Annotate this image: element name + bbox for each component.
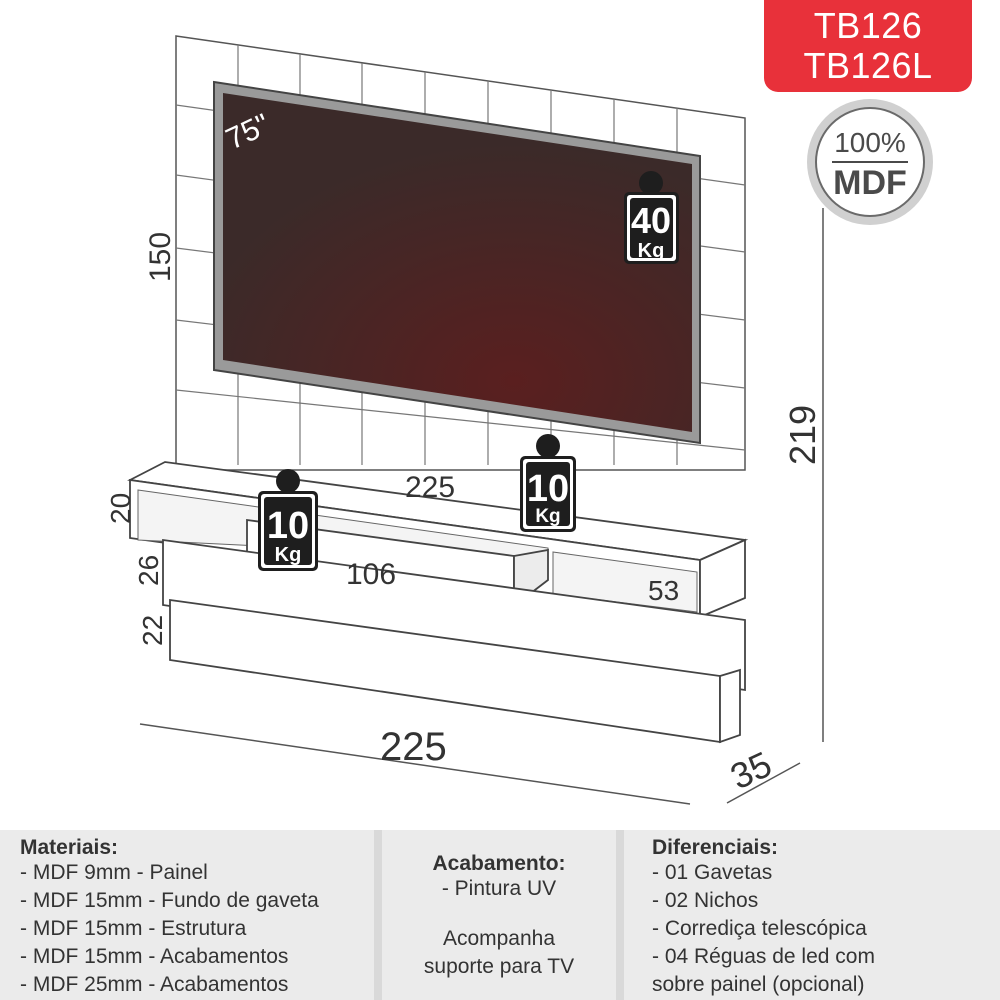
weight-shelf-value: 10 xyxy=(527,468,569,510)
dim-side-niche-width: 53 xyxy=(648,575,679,606)
materials-title: Materiais: xyxy=(20,836,119,859)
materials-item: - MDF 15mm - Fundo de gaveta xyxy=(20,889,319,912)
weight-shelf-icon xyxy=(520,434,576,532)
dim-depth: 35 xyxy=(724,743,778,797)
weight-tv-value: 40 xyxy=(631,200,671,241)
materials-item: - MDF 15mm - Estrutura xyxy=(20,917,247,940)
weight-tv-icon xyxy=(624,171,679,264)
finish-title: Acabamento: xyxy=(432,852,566,875)
spec-footer: Materiais: - MDF 9mm - Painel - MDF 15mm… xyxy=(0,830,1000,1000)
features-panel: Diferenciais: - 01 Gavetas - 02 Nichos -… xyxy=(624,830,1000,1000)
model-badge: TB126 TB126L xyxy=(764,0,972,92)
weight-drawer-unit: Kg xyxy=(275,544,302,566)
dim-niche-height: 20 xyxy=(105,493,136,524)
weight-drawer-icon xyxy=(258,469,318,571)
dim-panel-height: 150 xyxy=(144,232,177,282)
materials-panel: Materiais: - MDF 9mm - Painel - MDF 15mm… xyxy=(0,830,374,1000)
features-item: - 01 Gavetas xyxy=(652,861,773,884)
mdf-seal-material: MDF xyxy=(833,164,907,202)
dimension-lines xyxy=(139,208,824,805)
model-code-secondary: TB126L xyxy=(803,45,933,86)
furniture-drawing: 75" 40 Kg 10 Kg 10 Kg xyxy=(105,35,933,805)
dim-drawer-height: 26 xyxy=(133,555,164,586)
weight-drawer-value: 10 xyxy=(267,505,309,547)
finish-panel: Acabamento: - Pintura UV Acompanha supor… xyxy=(382,830,616,1000)
features-item: - Corrediça telescópica xyxy=(652,917,867,940)
model-code-primary: TB126 xyxy=(813,5,923,46)
features-item: - 04 Réguas de led com xyxy=(652,945,875,968)
dim-total-height: 219 xyxy=(782,405,823,465)
dim-total-width: 225 xyxy=(380,725,447,769)
materials-item: - MDF 9mm - Painel xyxy=(20,861,208,884)
weight-tv-unit: Kg xyxy=(638,240,665,262)
features-item: sobre painel (opcional) xyxy=(652,973,865,996)
finish-item: - Pintura UV xyxy=(441,877,557,900)
finish-note-line2: suporte para TV xyxy=(423,955,575,978)
weight-shelf-unit: Kg xyxy=(535,506,560,527)
finish-note-line1: Acompanha xyxy=(442,927,556,950)
dim-drawer-width: 106 xyxy=(346,558,396,591)
dim-base-height: 22 xyxy=(137,615,168,646)
materials-item: - MDF 25mm - Acabamentos xyxy=(20,973,289,996)
tv xyxy=(213,80,701,445)
features-title: Diferenciais: xyxy=(652,836,779,859)
dim-shelf-width: 225 xyxy=(405,471,455,504)
mdf-seal-percent: 100% xyxy=(834,127,906,158)
features-item: - 02 Nichos xyxy=(652,889,759,912)
materials-item: - MDF 15mm - Acabamentos xyxy=(20,945,289,968)
mdf-seal-icon xyxy=(807,99,933,225)
